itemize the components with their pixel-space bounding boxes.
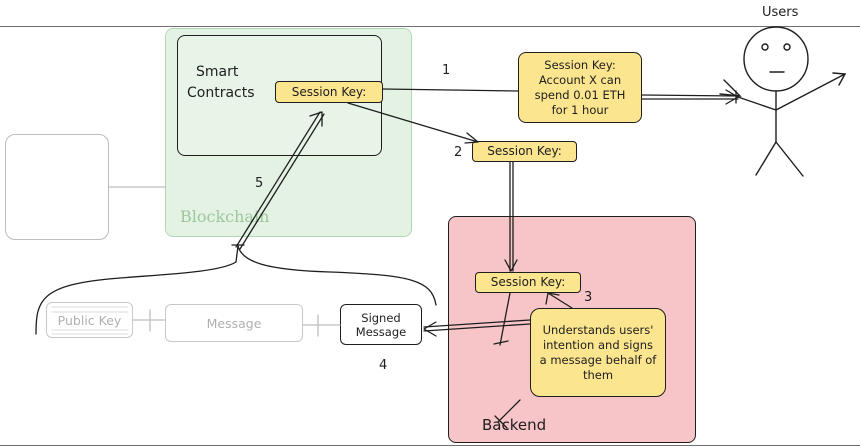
smart-contracts-label-line1: Smart xyxy=(196,64,239,80)
user-left-eye xyxy=(761,43,769,51)
user-head xyxy=(743,26,809,92)
backend-label: Backend xyxy=(482,416,547,434)
step-3-label: 3 xyxy=(584,290,593,305)
session-key-backend: Session Key: xyxy=(475,272,581,293)
arrow-step4-head xyxy=(423,321,437,337)
bottom-divider xyxy=(0,445,860,446)
user-right-eye xyxy=(783,43,791,51)
public-key-box: Public Key xyxy=(46,302,133,338)
arrow-step2-head xyxy=(464,132,479,144)
users-label: Users xyxy=(762,5,799,20)
arrow-step1-b xyxy=(641,94,739,97)
public-key-scribble xyxy=(51,306,129,335)
arrow-transit-head xyxy=(504,259,518,272)
signed-message-box: Signed Message xyxy=(340,304,422,345)
arrow-step5-b xyxy=(239,113,325,250)
user-left-leg xyxy=(755,141,777,176)
loop-right xyxy=(237,245,437,306)
arrow-step5-a xyxy=(235,111,321,248)
session-key-contract: Session Key: xyxy=(275,81,383,103)
session-key-note-text: Session Key: Account X can spend 0.01 ET… xyxy=(534,57,626,117)
arrow-step4 xyxy=(423,319,531,328)
blockchain-label: Blockchain xyxy=(180,207,270,226)
session-key-backend-label: Session Key: xyxy=(490,275,566,289)
arrow-step2 xyxy=(347,102,479,143)
user-right-leg xyxy=(775,141,804,177)
step-2-label: 2 xyxy=(454,145,463,160)
user-figure xyxy=(719,26,847,177)
arrow-step4-b xyxy=(423,323,531,332)
session-key-contract-label: Session Key: xyxy=(291,84,367,99)
backend-mark-1 xyxy=(497,399,521,423)
backend-mark-2 xyxy=(494,415,508,429)
session-key-transit-label: Session Key: xyxy=(487,144,562,158)
step-5-label: 5 xyxy=(255,176,264,191)
arrow-step3 xyxy=(547,292,573,309)
top-divider xyxy=(0,26,860,27)
loop-left xyxy=(35,245,239,335)
message-box: Message xyxy=(165,304,303,342)
backend-note-text: Understands users' intention and signs a… xyxy=(539,322,657,382)
user-right-hand xyxy=(832,72,847,86)
user-right-arm xyxy=(775,73,846,111)
link-backend-cap xyxy=(493,340,509,345)
message-label: Message xyxy=(206,315,262,331)
arrow-step5-head xyxy=(309,111,323,127)
session-key-note: Session Key: Account X can spend 0.01 ET… xyxy=(518,52,642,123)
user-left-arm xyxy=(737,96,777,111)
signed-message-line1: Signed xyxy=(361,310,401,325)
user-left-hand xyxy=(719,79,742,97)
session-key-transit: Session Key: xyxy=(472,141,577,162)
step-1-label: 1 xyxy=(442,63,451,78)
arrow-step3-head xyxy=(545,292,560,305)
arrow-step1-a xyxy=(382,88,519,92)
public-key-label: Public Key xyxy=(57,312,122,328)
link-backend-down xyxy=(499,292,511,346)
step-4-label: 4 xyxy=(379,358,388,373)
smart-contracts-label-line2: Contracts xyxy=(187,85,255,101)
backend-note: Understands users' intention and signs a… xyxy=(530,308,666,397)
signed-message-line2: Message xyxy=(355,324,407,339)
